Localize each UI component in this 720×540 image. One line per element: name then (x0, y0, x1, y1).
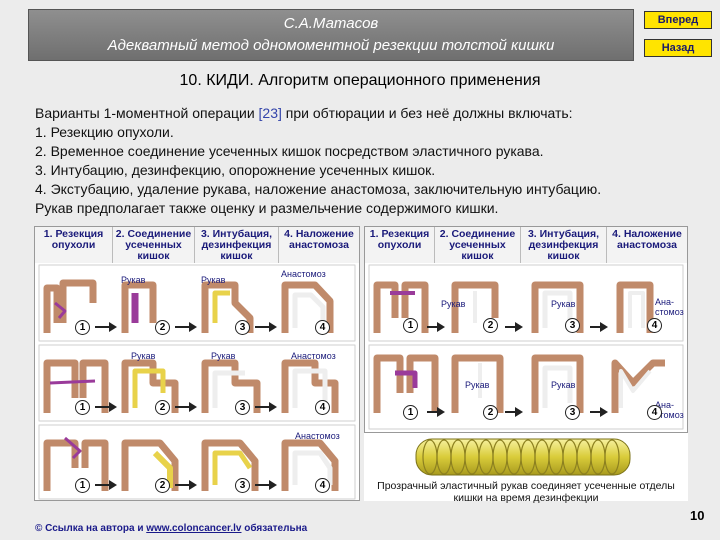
column-header: 4. Наложение анастомоза (607, 227, 687, 263)
sleeve-label: Рукав (441, 299, 466, 309)
sleeve-label: Рукав (201, 275, 226, 285)
column-header: 2. Соединение усеченных кишок (113, 227, 195, 263)
footer-credit: © Ссылка на автора и www.coloncancer.lv … (35, 523, 307, 534)
reference-link[interactable]: [23] (258, 105, 282, 121)
list-item: 3. Интубацию, дезинфекцию, опорожнение у… (35, 162, 436, 178)
anastomosis-label: Анастомоз (295, 431, 340, 441)
step-number: 1 (75, 478, 90, 493)
step-number: 2 (155, 400, 170, 415)
list-item: 2. Временное соединение усеченных кишок … (35, 143, 544, 159)
website-link[interactable]: www.coloncancer.lv (146, 523, 242, 534)
intro-text: Варианты 1-моментной операции [23] при о… (35, 104, 715, 218)
anastomosis-label: Анастомоз (291, 351, 336, 361)
page-number: 10 (690, 508, 705, 523)
sleeve-label: Рукав (551, 380, 576, 390)
surgery-diagrams-right (368, 264, 684, 430)
elastic-sleeve-image (415, 438, 631, 476)
step-number: 1 (75, 320, 90, 335)
author-name: С.А.Матасов (283, 15, 379, 32)
column-header: 1. Резекция опухоли (35, 227, 113, 263)
forward-button[interactable]: Вперед (644, 11, 712, 29)
back-button[interactable]: Назад (644, 39, 712, 57)
step-number: 2 (155, 478, 170, 493)
step-number: 1 (403, 405, 418, 420)
anastomosis-label-part: Ана- (655, 297, 674, 307)
intro-last-line: Рукав предполагает также оценку и размел… (35, 200, 499, 216)
step-number: 4 (315, 478, 330, 493)
surgery-diagrams-left (38, 264, 356, 500)
step-number: 3 (235, 400, 250, 415)
step-number: 3 (565, 405, 580, 420)
footer-text: © Ссылка на автора и (35, 523, 147, 534)
column-header: 2. Соединение усеченных кишок (435, 227, 521, 263)
sleeve-caption: Прозрачный эластичный рукав соединяет ус… (377, 480, 675, 504)
intro-line-1: Варианты 1-моментной операции [23] при о… (35, 104, 715, 123)
step-number: 4 (647, 318, 662, 333)
step-number: 4 (315, 320, 330, 335)
list-item: 4. Экстубацию, удаление рукава, наложени… (35, 181, 602, 197)
step-number: 4 (647, 405, 662, 420)
step-number: 2 (155, 320, 170, 335)
sleeve-label: Рукав (465, 380, 490, 390)
column-header: 3. Интубация, дезинфекция кишок (521, 227, 607, 263)
step-number: 3 (235, 320, 250, 335)
column-header: 3. Интубация, дезинфекция кишок (195, 227, 279, 263)
anastomosis-label-part: стомоз (655, 410, 684, 420)
column-header: 1. Резекция опухоли (365, 227, 435, 263)
footer-text: обязательна (241, 523, 308, 534)
step-number: 2 (483, 318, 498, 333)
section-title: 10. КИДИ. Алгоритм операционного примене… (179, 72, 541, 89)
diagram-panel-right: 1. Резекция опухоли 2. Соединение усечен… (364, 226, 688, 433)
anastomosis-label-part: Ана- (655, 400, 674, 410)
sleeve-label: Рукав (121, 275, 146, 285)
anastomosis-label-part: стомоз (655, 307, 684, 317)
list-item: 1. Резекцию опухоли. (35, 124, 174, 140)
intro-text-part: Варианты 1-моментной операции (35, 105, 259, 121)
sleeve-label: Рукав (211, 351, 236, 361)
sleeve-illustration (364, 433, 688, 501)
diagram-panel-left: 1. Резекция опухоли 2. Соединение усечен… (34, 226, 360, 501)
sleeve-label: Рукав (131, 351, 156, 361)
anastomosis-label: Анастомоз (281, 269, 326, 279)
column-header: 4. Наложение анастомоза (279, 227, 359, 263)
slide-title: Адекватный метод одномоментной резекции … (107, 37, 555, 54)
step-number: 3 (235, 478, 250, 493)
intro-text-part: при обтюрации и без неё должны включать: (281, 105, 573, 121)
slide-header: С.А.Матасов Адекватный метод одномоментн… (28, 9, 634, 61)
step-number: 3 (565, 318, 580, 333)
step-number: 1 (403, 318, 418, 333)
step-number: 2 (483, 405, 498, 420)
step-number: 4 (315, 400, 330, 415)
sleeve-label: Рукав (551, 299, 576, 309)
step-number: 1 (75, 400, 90, 415)
